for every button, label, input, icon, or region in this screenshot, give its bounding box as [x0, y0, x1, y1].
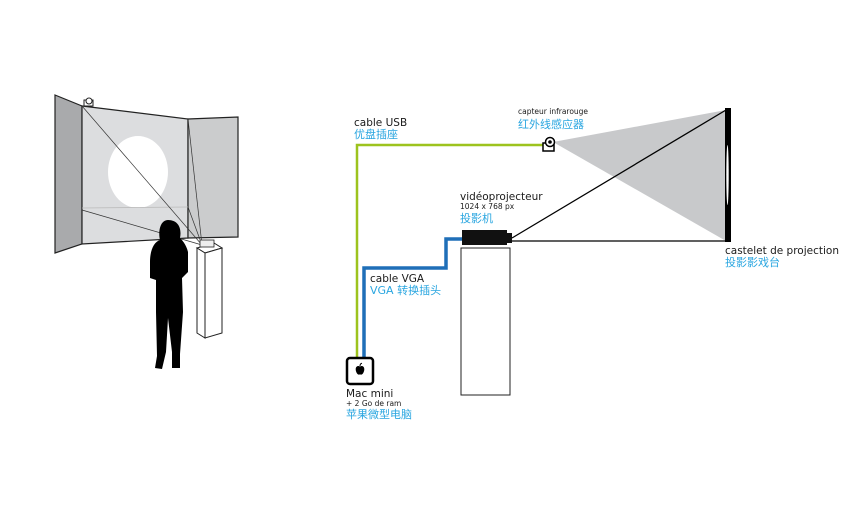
mac-mini [345, 356, 375, 386]
projection-screen [725, 108, 731, 242]
apple-icon [355, 362, 365, 375]
sensor-field [553, 110, 726, 241]
screen-label-cn: 投影影戏台 [725, 256, 780, 270]
right-panel [187, 116, 239, 239]
mac-label-spec: + 2 Go de ram [346, 399, 402, 409]
projector-label: vidéoprojecteur 1024 x 768 px 投影机 [460, 191, 543, 225]
perspective-view [54, 94, 239, 369]
vga-cable [362, 237, 462, 360]
sensor-label: capteur infrarouge 红外线感应器 [518, 107, 589, 131]
left-panel [54, 94, 83, 254]
usb-label-fr: cable USB [354, 117, 408, 129]
mac-mini-label: Mac mini + 2 Go de ram 苹果微型电脑 [346, 388, 412, 421]
usb-cable [355, 143, 545, 360]
projector-label-spec: 1024 x 768 px [460, 202, 515, 212]
screen-label-fr: castelet de projection [725, 245, 839, 257]
infrared-sensor-icon [83, 97, 94, 107]
sensor-label-cn: 红外线感应器 [518, 117, 584, 131]
projector-label-fr: vidéoprojecteur [460, 191, 543, 203]
projector [462, 230, 512, 245]
mac-label-cn: 苹果微型电脑 [346, 407, 412, 421]
projection-beam-top [511, 109, 727, 239]
mac-label-fr: Mac mini [346, 388, 394, 400]
pedestal-with-projector [195, 239, 224, 339]
vga-label-fr: cable VGA [370, 273, 425, 285]
projector-pedestal [460, 247, 511, 396]
screen-label: castelet de projection 投影影戏台 [725, 245, 839, 270]
infrared-sensor-icon [542, 136, 556, 152]
vga-label-cn: VGA 转换插头 [370, 284, 442, 298]
vga-cable-label: cable VGA VGA 转换插头 [370, 273, 441, 298]
visitor-silhouette [150, 220, 188, 369]
usb-cable-label: cable USB 优盘插座 [354, 117, 407, 142]
usb-label-cn: 优盘插座 [354, 128, 398, 142]
projector-label-cn: 投影机 [460, 211, 493, 225]
sensor-label-fr: capteur infrarouge [518, 107, 589, 116]
